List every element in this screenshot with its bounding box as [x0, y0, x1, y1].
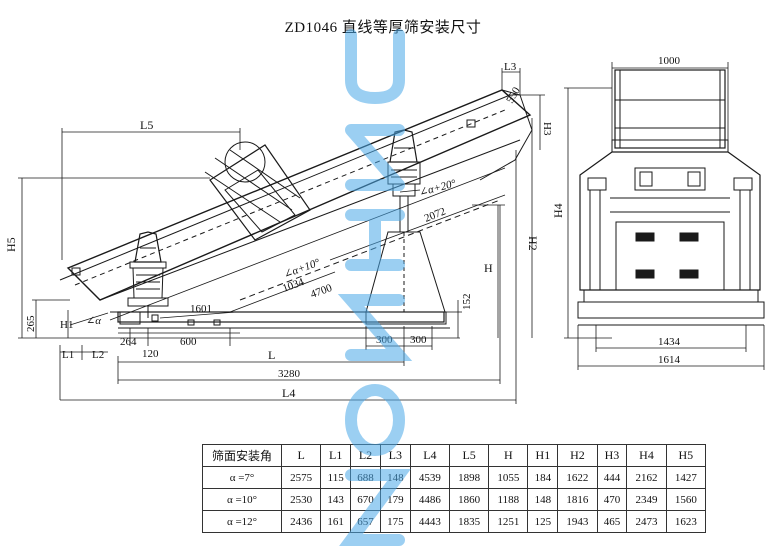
table-cell: 4443 [409, 510, 451, 533]
table-cell: 175 [379, 510, 411, 533]
table-cell: 1943 [557, 510, 598, 533]
drawing-title: ZD1046 直线等厚筛安装尺寸 [284, 20, 482, 36]
header-l3: L3 [379, 444, 411, 467]
dim-1601: 1601 [190, 303, 212, 315]
table-cell: 4539 [409, 466, 451, 489]
dim-l1: L1 [62, 349, 74, 361]
dim-l3: L3 [504, 61, 517, 73]
header-l4: L4 [409, 444, 451, 467]
front-dimension-lines [564, 62, 765, 370]
table-cell: 1623 [665, 510, 707, 533]
table-header-row: 筛面安装角 L L1 L2 L3 L4 L5 H H1 H2 H3 H4 H5 [202, 444, 707, 467]
exciter-motor [204, 141, 311, 241]
table-cell: 1560 [665, 488, 707, 511]
header-l: L [280, 444, 322, 467]
table-row: α =7° 2575 115 688 148 4539 1898 1055 18… [202, 466, 707, 489]
dim-alpha-10: ∠α+10° [282, 256, 322, 280]
dim-1434: 1434 [658, 336, 681, 348]
table-row: α =10° 2530 143 670 179 4486 1860 1188 1… [202, 488, 707, 511]
table-cell: 148 [527, 488, 559, 511]
table-cell: 2162 [626, 466, 667, 489]
table-cell: 1835 [448, 510, 490, 533]
dim-h3: H3 [541, 122, 553, 136]
table-cell: 1898 [448, 466, 490, 489]
dim-h1: H1 [60, 319, 73, 331]
dim-l4: L4 [282, 386, 295, 400]
dim-alpha: ∠α [86, 315, 101, 327]
base-foundation [110, 311, 450, 329]
dim-152: 152 [461, 294, 473, 311]
header-l1: L1 [320, 444, 352, 467]
dim-h: H [484, 261, 493, 275]
dim-alpha-20: ∠α+20° [418, 177, 458, 199]
table-cell: 1622 [557, 466, 598, 489]
dim-l: L [268, 348, 275, 362]
table-cell: 688 [350, 466, 381, 489]
header-h2: H2 [557, 444, 598, 467]
table-cell: 670 [350, 488, 381, 511]
front-view [577, 69, 765, 326]
table-cell: 657 [350, 510, 381, 533]
table-cell: 115 [320, 466, 352, 489]
dim-120: 120 [142, 348, 159, 360]
header-h5: H5 [665, 444, 707, 467]
table-cell: 1860 [448, 488, 490, 511]
row-angle: α =7° [202, 466, 282, 489]
table-cell: 1055 [488, 466, 529, 489]
dim-300-b: 300 [410, 334, 427, 346]
table-cell: 143 [320, 488, 352, 511]
dim-h4: H4 [551, 203, 565, 218]
dim-4700: 4700 [309, 282, 334, 301]
table-cell: 179 [379, 488, 411, 511]
table-cell: 148 [379, 466, 411, 489]
table-cell: 1188 [488, 488, 529, 511]
table-cell: 125 [527, 510, 559, 533]
dim-300-a: 300 [376, 334, 393, 346]
header-h1: H1 [527, 444, 559, 467]
header-l5: L5 [448, 444, 490, 467]
left-support [127, 231, 169, 318]
dim-h5: H5 [4, 237, 18, 252]
dim-264: 264 [120, 336, 137, 348]
table-cell: 2349 [626, 488, 667, 511]
table-cell: 470 [596, 488, 628, 511]
table-cell: 184 [527, 466, 559, 489]
parameter-table: 筛面安装角 L L1 L2 L3 L4 L5 H H1 H2 H3 H4 H5 … [202, 444, 707, 533]
installation-drawing: L3 550 H3 L5 H5 ∠α+20° 2072 ∠α+10° 1034 … [4, 55, 765, 404]
dim-h2: H2 [526, 236, 540, 251]
table-cell: 2575 [280, 466, 322, 489]
dim-l5: L5 [140, 118, 153, 132]
dim-1614: 1614 [658, 354, 681, 366]
dim-3280: 3280 [278, 368, 301, 380]
header-h3: H3 [596, 444, 628, 467]
table-row: α =12° 2436 161 657 175 4443 1835 1251 1… [202, 510, 707, 533]
dim-1000: 1000 [658, 55, 681, 67]
table-cell: 4486 [409, 488, 451, 511]
header-h4: H4 [626, 444, 667, 467]
table-cell: 2530 [280, 488, 322, 511]
dim-l2: L2 [92, 349, 104, 361]
table-cell: 465 [596, 510, 628, 533]
table-cell: 161 [320, 510, 352, 533]
dim-600: 600 [180, 336, 197, 348]
table-cell: 1816 [557, 488, 598, 511]
dim-265: 265 [25, 315, 37, 332]
table-cell: 444 [596, 466, 628, 489]
row-angle: α =12° [202, 510, 282, 533]
table-cell: 2436 [280, 510, 322, 533]
dim-2072: 2072 [423, 205, 448, 224]
header-l2: L2 [350, 444, 381, 467]
header-angle: 筛面安装角 [202, 444, 282, 467]
row-angle: α =10° [202, 488, 282, 511]
table-cell: 1427 [665, 466, 707, 489]
header-h: H [488, 444, 529, 467]
table-cell: 1251 [488, 510, 529, 533]
table-cell: 2473 [626, 510, 667, 533]
